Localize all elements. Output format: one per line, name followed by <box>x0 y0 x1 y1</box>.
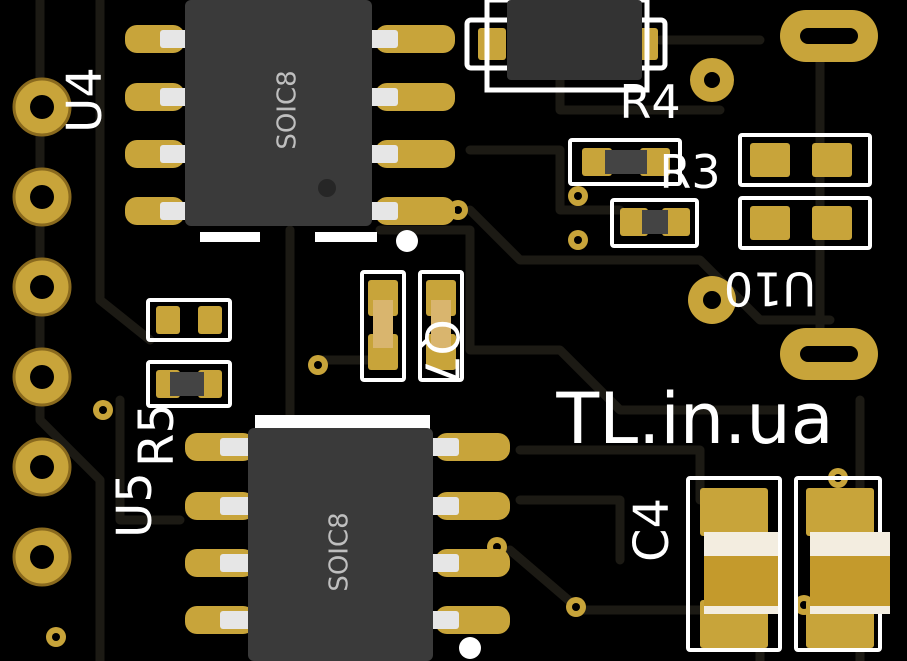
silk-mark <box>200 232 260 242</box>
oval-pad <box>780 10 878 62</box>
header-pad <box>12 527 72 587</box>
resistor-r3 <box>610 198 699 248</box>
label-q7: Q7 <box>415 319 469 384</box>
label-r3: R3 <box>659 145 720 199</box>
oval-pad <box>780 328 878 380</box>
chip-bottom-pins <box>220 438 459 629</box>
chip-bottom-body <box>248 428 433 661</box>
silk-mark <box>255 415 430 429</box>
via <box>568 186 588 206</box>
label-r5: R5 <box>129 403 185 467</box>
resistor-left-1 <box>146 298 232 342</box>
label-r4: R4 <box>619 75 680 129</box>
header-pad <box>12 167 72 227</box>
brand-text: TL.in.ua <box>555 378 833 460</box>
via <box>93 400 113 420</box>
silk-mark <box>315 232 377 242</box>
header-pad <box>12 347 72 407</box>
label-u5: U5 <box>107 472 163 538</box>
label-u10: U10 <box>724 262 816 316</box>
top-component <box>464 0 668 93</box>
via <box>568 230 588 250</box>
q7-pads <box>360 270 464 382</box>
via <box>566 597 586 617</box>
label-u4: U4 <box>57 67 113 133</box>
pin1-marker <box>396 230 418 252</box>
via <box>46 627 66 647</box>
via <box>308 355 328 375</box>
pin-header <box>12 77 72 587</box>
resistor-r5 <box>146 360 232 408</box>
chip-bottom-marking: SOIC8 <box>325 512 355 591</box>
chip-top-pin1-dot <box>318 179 336 197</box>
resistor-r4 <box>568 138 682 186</box>
round-pad <box>690 58 734 102</box>
chip-top-body <box>185 0 372 226</box>
chip-top-pins <box>160 30 398 220</box>
label-c4: C4 <box>624 498 680 562</box>
chip-top-marking: SOIC8 <box>273 70 303 149</box>
header-pad <box>12 257 72 317</box>
pin1-marker <box>459 637 481 659</box>
capacitor-c4 <box>686 476 890 652</box>
header-pad <box>12 437 72 497</box>
u10-pads <box>738 133 872 250</box>
round-pad <box>688 276 736 324</box>
header-pad <box>12 77 72 137</box>
